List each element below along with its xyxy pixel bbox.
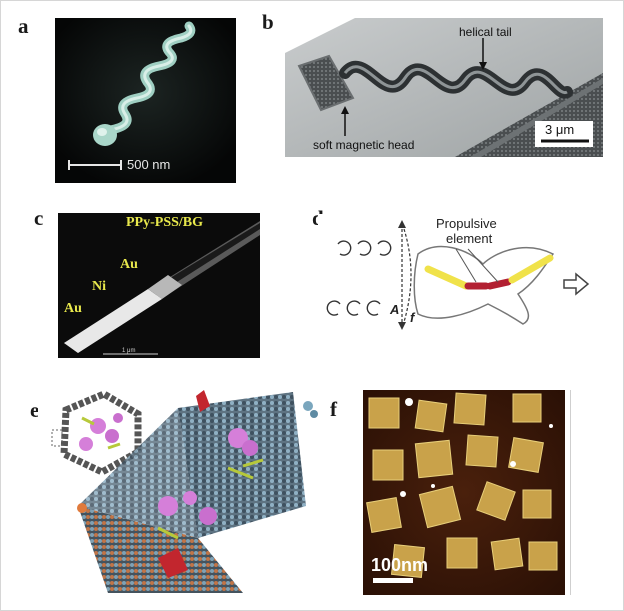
panel-c-micrograph: PPy-PSS/BG Au Ni Au 1 μm bbox=[58, 213, 260, 358]
panel-label-b: b bbox=[262, 10, 274, 34]
panel-d-label-A: A bbox=[390, 302, 400, 317]
panel-c-title: PPy-PSS/BG bbox=[126, 215, 204, 230]
panel-f-right-edge bbox=[570, 390, 571, 595]
vortex-icons-top bbox=[337, 240, 392, 256]
panel-b-micrograph: helical tail soft magnetic head 3 μm bbox=[285, 18, 603, 157]
panel-label-d: d bbox=[312, 206, 324, 231]
panel-b-label-tail: helical tail bbox=[459, 25, 512, 39]
panel-d-schematic: Propulsive element A f bbox=[318, 214, 608, 349]
panel-c-label-ni: Ni bbox=[92, 279, 106, 294]
nanowire-segment-au bbox=[148, 275, 182, 299]
panel-label-a: a bbox=[18, 14, 29, 38]
direction-arrow-icon bbox=[563, 272, 590, 296]
panel-c-label-au-bottom: Au bbox=[64, 301, 82, 316]
panel-label-e: e bbox=[30, 398, 40, 422]
panel-f-afm-image: 100nm bbox=[363, 390, 565, 595]
panel-label-f: f bbox=[330, 397, 337, 421]
nanowire-segment-ni bbox=[64, 289, 162, 353]
panel-d-label-f: f bbox=[410, 310, 415, 325]
panel-b-scalebar-label: 3 μm bbox=[545, 122, 575, 137]
panel-e-rendering bbox=[38, 388, 328, 593]
panel-c-label-au-top: Au bbox=[120, 257, 138, 272]
panel-c-scalebar-label: 1 μm bbox=[122, 348, 136, 354]
panel-a-scalebar-label: 500 nm bbox=[127, 157, 171, 172]
panel-d-label-line2: element bbox=[446, 231, 493, 246]
panel-f-scalebar-label: 100nm bbox=[371, 555, 429, 575]
panel-label-c: c bbox=[34, 206, 44, 230]
panel-d-label-line1: Propulsive bbox=[436, 216, 497, 231]
panel-b-label-head: soft magnetic head bbox=[313, 138, 415, 152]
panel-a-micrograph: 500 nm bbox=[55, 18, 236, 183]
vortex-icons-bottom bbox=[326, 300, 381, 316]
